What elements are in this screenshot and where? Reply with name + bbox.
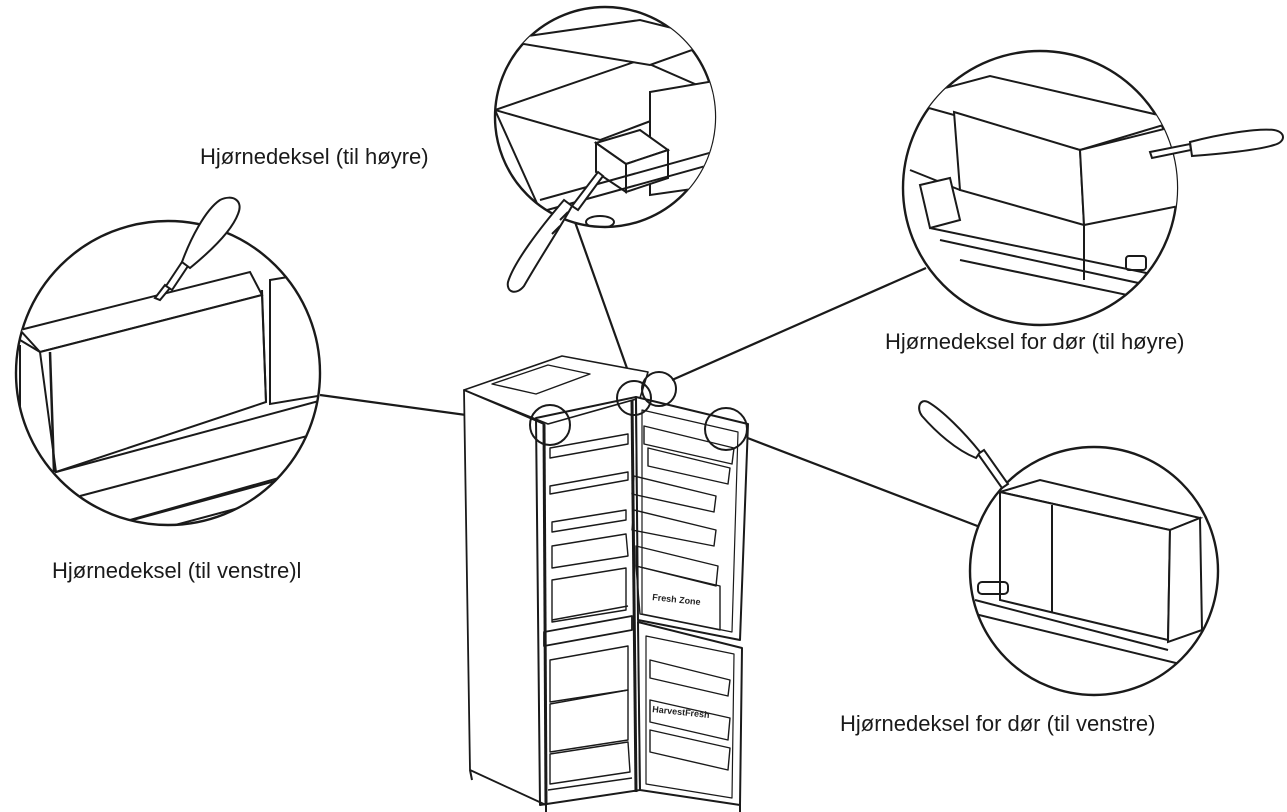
door-bins (631, 425, 735, 631)
label-corner-cover-left: Hjørnedeksel (til venstre)l (52, 558, 302, 583)
label-door-corner-cover-right: Hjørnedeksel for dør (til høyre) (885, 329, 1185, 354)
screwdriver-icon (1148, 128, 1284, 160)
fridge-top-panel (491, 364, 591, 395)
detail-circle-door-left (918, 400, 1220, 697)
marker-left-corner (529, 404, 571, 446)
label-corner-cover-right: Hjørnedeksel (til høyre) (200, 144, 429, 169)
leader-line-door-left (744, 435, 981, 529)
leader-line-door-right (671, 266, 927, 382)
marker-door-top-corner (641, 371, 677, 407)
detail-circle-left (14, 196, 322, 527)
detail-circle-top (493, 5, 717, 293)
fridge-left-side (463, 389, 547, 806)
marker-door-side-corner (704, 407, 748, 451)
label-door-corner-cover-left: Hjørnedeksel for dør (til venstre) (840, 711, 1156, 736)
screwdriver-icon (153, 196, 241, 302)
fridge-interior (543, 433, 633, 791)
marker-top-corner (616, 380, 652, 416)
refrigerator (463, 355, 749, 812)
detail-circle-door-right (901, 49, 1284, 327)
screwdriver-icon (506, 170, 605, 293)
leader-line-top (573, 221, 636, 389)
screwdriver-icon (918, 400, 1010, 490)
